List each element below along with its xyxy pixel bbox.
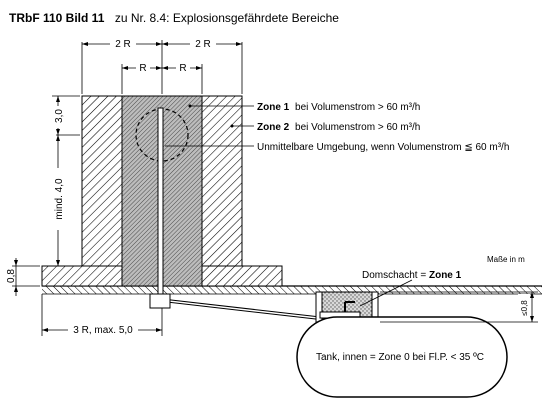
- dimension-r-left: R: [139, 63, 146, 74]
- bottom-dimension-arrows: [42, 328, 162, 332]
- dimension-2r-right: 2 R: [195, 39, 211, 50]
- title-code: TRbF 110 Bild 11: [9, 11, 105, 25]
- dimension-shaft-depth: ≤0,8: [520, 300, 529, 316]
- zone-2-label: Zone 2 bei Volumenstrom > 60 m³/h: [257, 122, 420, 133]
- tank-label: Tank, innen = Zone 0 bei Fl.P. < 35 ºC: [316, 352, 484, 363]
- dimension-bottom-width: 3 R, max. 5,0: [73, 325, 133, 336]
- shaft-depth-arrows: [530, 292, 534, 322]
- dimension-mind-height: mind. 4,0: [54, 178, 65, 220]
- left-dimension-arrows: [14, 96, 60, 292]
- top-dimensions: [81, 40, 243, 94]
- zone-1-label-bold: Zone 1: [257, 102, 290, 113]
- zone-1-label: Zone 1 bei Volumenstrom > 60 m³/h: [257, 102, 420, 113]
- vent-pipe: [149, 107, 319, 320]
- dome-shaft-label-zone: Zone 1: [429, 270, 462, 281]
- zone-2-label-text: bei Volumenstrom > 60 m³/h: [295, 122, 420, 133]
- ground-hatch: [42, 286, 542, 294]
- dimension-r-right: R: [179, 63, 186, 74]
- pipe-base-block: [149, 293, 171, 309]
- title-line: TRbF 110 Bild 11 zu Nr. 8.4: Explosionsg…: [9, 9, 339, 26]
- zone-1-label-text: bei Volumenstrom > 60 m³/h: [295, 102, 420, 113]
- ground-surface: [42, 285, 542, 295]
- environment-label: Unmittelbare Umgebung, wenn Volumenstrom…: [257, 142, 509, 153]
- dimension-top-height: 3,0: [54, 109, 65, 123]
- units-label: Maße in m: [487, 255, 525, 264]
- tank-body: [296, 316, 508, 398]
- zone-2-label-bold: Zone 2: [257, 122, 290, 133]
- dimension-base-height: 0,8: [6, 269, 17, 283]
- dome-shaft-label-text: Domschacht =: [362, 270, 429, 281]
- dome-shaft-label: Domschacht = Zone 1: [362, 270, 462, 281]
- title-text: zu Nr. 8.4: Explosionsgefährdete Bereich…: [115, 11, 339, 25]
- top-dimension-arrows: [82, 42, 242, 70]
- leader-lines: [165, 105, 413, 307]
- dimension-2r-left: 2 R: [115, 39, 131, 50]
